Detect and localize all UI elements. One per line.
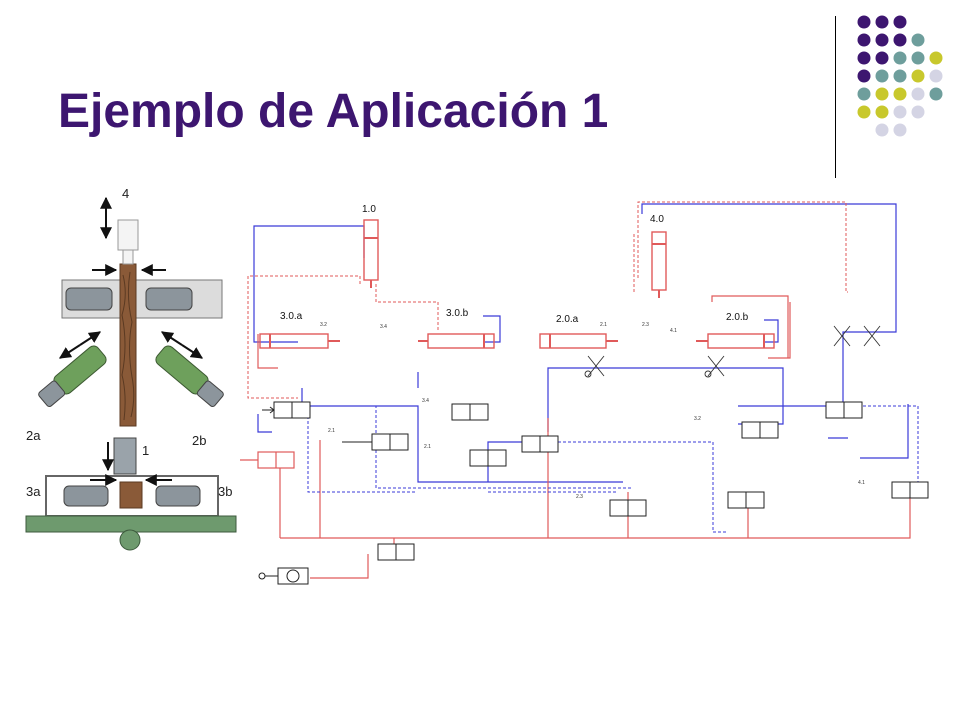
air-supply-unit xyxy=(258,567,309,585)
valve-2-0-main xyxy=(521,435,559,453)
blue-wiring xyxy=(253,203,909,483)
decorative-dot xyxy=(893,51,907,65)
mark-2-3: 2.3 xyxy=(642,322,649,328)
valve-3-4 xyxy=(451,403,489,421)
cylinder-3-0-a xyxy=(259,333,340,349)
valve-2-3 xyxy=(609,499,647,517)
decorative-dot xyxy=(893,123,907,137)
decorative-dot xyxy=(893,33,907,47)
label-drill-2a: 2a xyxy=(26,428,41,443)
valve-supply xyxy=(377,543,415,561)
slide-title: Ejemplo de Aplicación 1 xyxy=(58,85,609,138)
decorative-dot xyxy=(875,33,889,47)
decorative-dot xyxy=(875,123,889,137)
valve-3-2-right xyxy=(741,421,779,439)
valve-2-1-left xyxy=(342,433,409,451)
label-clamp-3b: 3b xyxy=(218,484,232,499)
label-drill-1: 1 xyxy=(142,443,149,458)
label-cylinder-3-0-b: 3.0.b xyxy=(446,308,469,319)
decorative-dot xyxy=(893,15,907,29)
flow-control-valves xyxy=(584,325,881,378)
mark-3-4: 3.4 xyxy=(380,324,387,330)
valve-2-3-main xyxy=(727,491,765,509)
cylinder-4-0 xyxy=(651,231,667,298)
label-cylinder-3-0-a: 3.0.a xyxy=(280,311,303,322)
decorative-dot xyxy=(875,105,889,119)
cylinder-1-0 xyxy=(363,219,379,288)
decorative-dot xyxy=(857,105,871,119)
valve-mark-3-2: 3.2 xyxy=(694,416,701,422)
decorative-dot xyxy=(929,51,943,65)
valve-mark-4-1: 4.1 xyxy=(858,480,865,486)
valve-mark-2-1-right: 2.1 xyxy=(424,444,431,450)
red-wiring xyxy=(257,295,911,579)
label-cylinder-2-0-b: 2.0.b xyxy=(726,312,749,323)
valve-2-1-right xyxy=(469,449,507,467)
label-fixture-4: 4 xyxy=(122,186,129,201)
valve-mark-3-4: 3.4 xyxy=(422,398,429,404)
valve-red-start xyxy=(240,451,295,469)
decorative-dot xyxy=(857,69,871,83)
label-cylinder-1-0: 1.0 xyxy=(362,204,376,215)
decorative-dot xyxy=(929,69,943,83)
decorative-dot xyxy=(857,15,871,29)
decorative-dot xyxy=(857,33,871,47)
label-cylinder-2-0-a: 2.0.a xyxy=(556,314,579,325)
decorative-dot xyxy=(911,69,925,83)
mark-3-2: 3.2 xyxy=(320,322,327,328)
decorative-dot xyxy=(893,105,907,119)
machine-illustration: 4 2a 2b 1 3a 3b xyxy=(22,180,240,560)
label-cylinder-4-0: 4.0 xyxy=(650,214,664,225)
valve-3-0-main xyxy=(262,401,311,419)
cylinder-2-0-b xyxy=(696,333,775,349)
mark-4-1: 4.1 xyxy=(670,328,677,334)
decorative-dot xyxy=(893,87,907,101)
cylinder-2-0-a xyxy=(539,333,618,349)
decorative-dot xyxy=(911,87,925,101)
title-divider xyxy=(835,16,836,178)
decorative-dot xyxy=(875,69,889,83)
decorative-dot xyxy=(911,51,925,65)
decorative-dot xyxy=(875,15,889,29)
decorative-dot xyxy=(911,33,925,47)
label-drill-2b: 2b xyxy=(192,433,206,448)
cylinder-3-0-b xyxy=(418,333,495,349)
decorative-dot xyxy=(875,51,889,65)
decorative-dot xyxy=(911,105,925,119)
valve-4-1 xyxy=(891,481,929,499)
valve-mark-2-3: 2.3 xyxy=(576,494,583,500)
decorative-dot xyxy=(857,87,871,101)
label-clamp-3a: 3a xyxy=(26,484,41,499)
pneumatic-circuit-diagram: 1.0 4.0 3.0.a 3.0.b 2.0.a 2.0.b 3.2 3.4 … xyxy=(240,201,929,585)
valve-4-0-main xyxy=(825,401,863,419)
decorative-dot xyxy=(875,87,889,101)
valve-mark-2-1-left: 2.1 xyxy=(328,428,335,434)
mark-2-1: 2.1 xyxy=(600,322,607,328)
decorative-dot xyxy=(929,87,943,101)
decorative-dot xyxy=(857,51,871,65)
decorative-dot xyxy=(893,69,907,83)
